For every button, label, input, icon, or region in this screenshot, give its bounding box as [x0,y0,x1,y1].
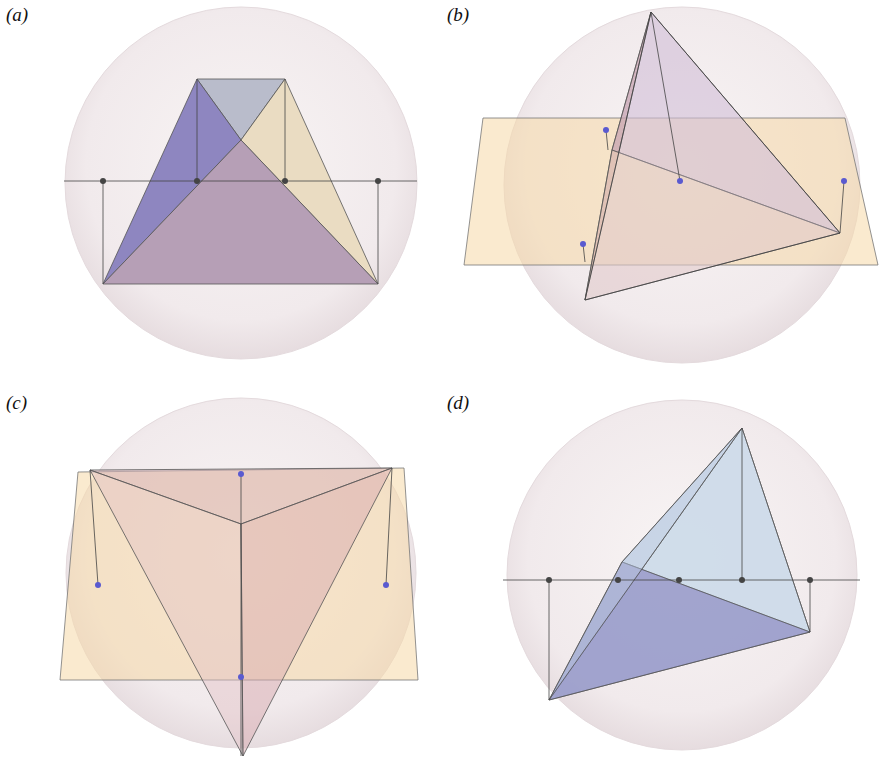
sphere [507,400,857,750]
projection-lines [90,468,392,756]
sphere [65,7,417,359]
tetra-face [90,470,243,756]
panel-b-figure [464,7,878,363]
tetra-face [103,140,378,284]
projection-lines [103,79,378,284]
tetra-face [549,428,742,700]
projection-lines [583,12,844,262]
panel-label: (b) [447,4,469,26]
panel-label: (c) [6,392,27,414]
tetra-face [585,12,840,300]
panel-c-figure [60,398,418,756]
projection-dots [580,127,847,247]
panel-a-figure [64,7,417,359]
panel-label: (a) [6,4,28,26]
axis-line [64,181,417,182]
projection-dots [95,471,389,680]
panel-d-figure [503,400,860,750]
projection-dots [546,577,813,583]
tetra-face [549,428,810,700]
panel-label: (d) [447,392,469,414]
projection-lines [549,428,810,700]
projection-dots [100,178,381,184]
tetra-face [241,468,392,756]
